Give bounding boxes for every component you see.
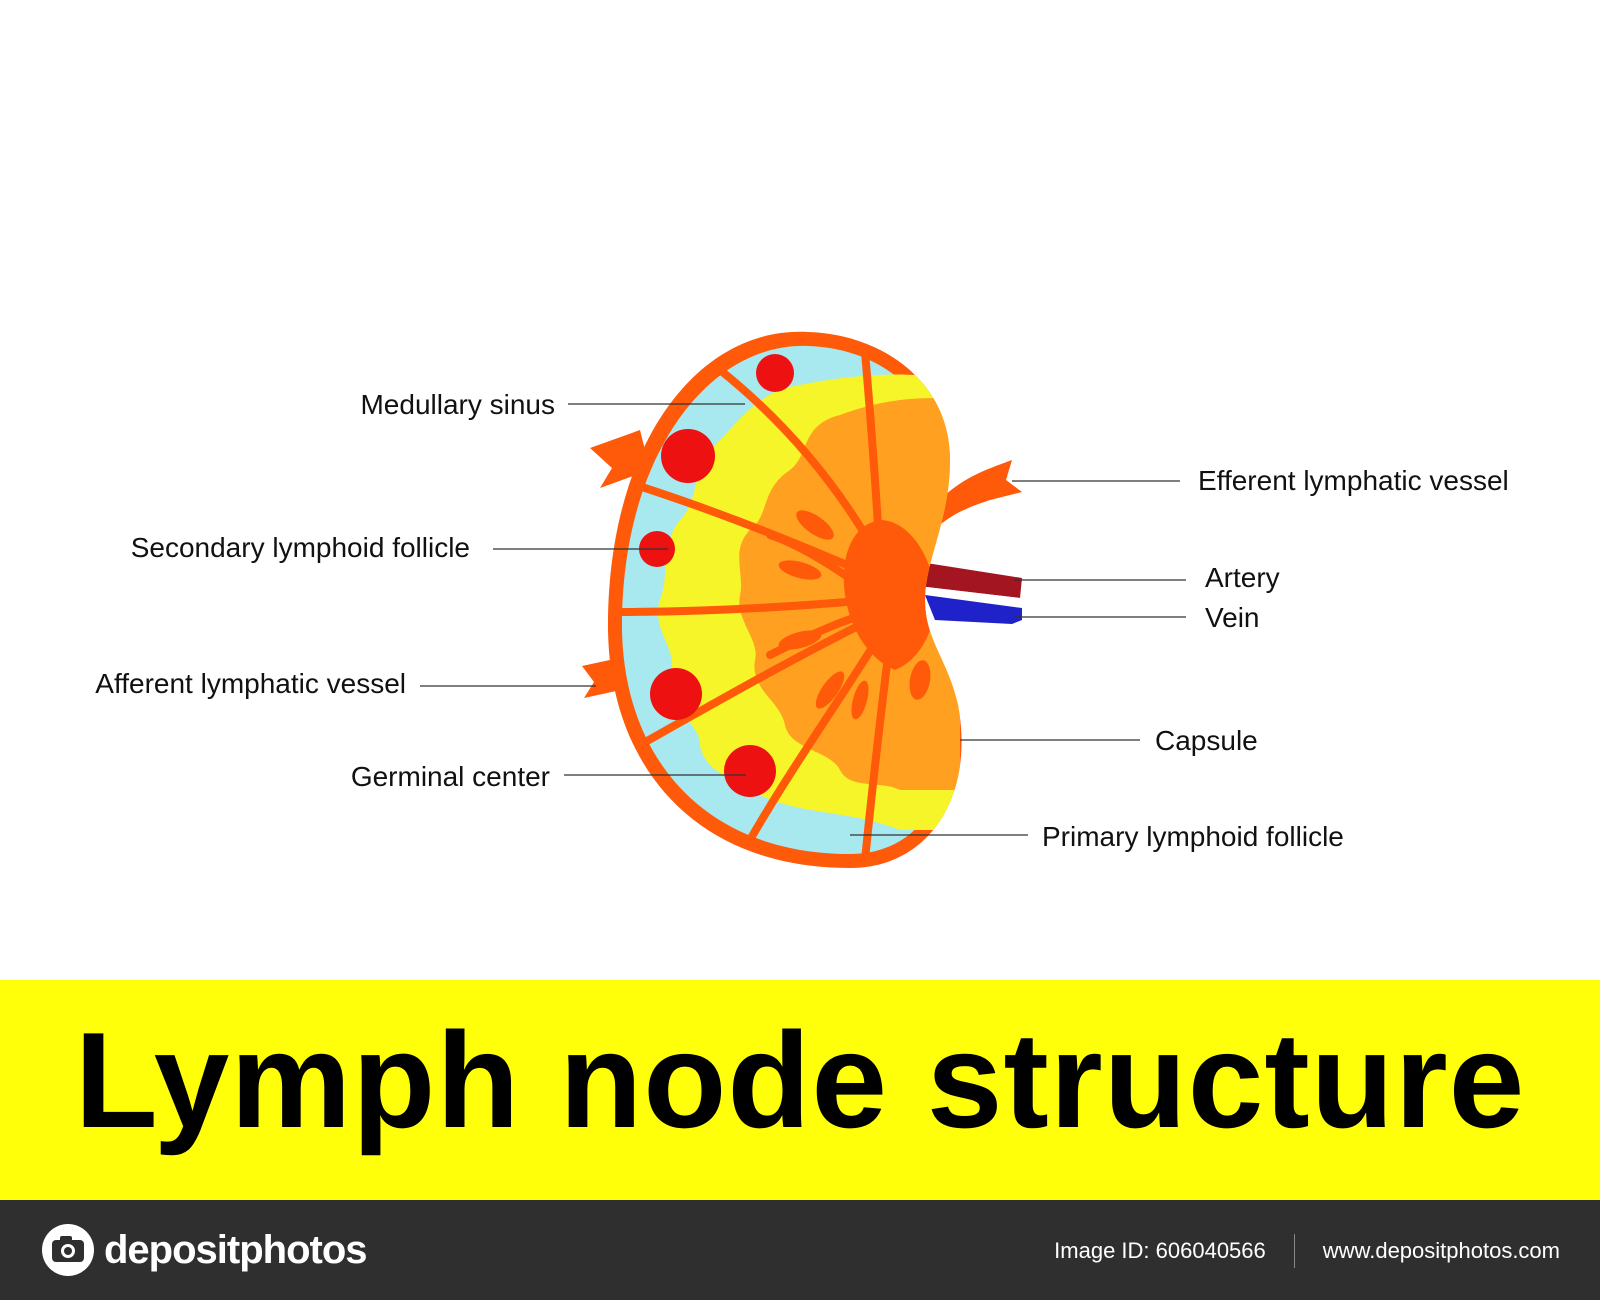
label-efferent-vessel: Efferent lymphatic vessel — [1198, 465, 1509, 496]
camera-logo-icon — [42, 1224, 94, 1276]
brand-name: depositphotos — [104, 1227, 368, 1272]
follicle — [650, 668, 702, 720]
vein-vessel — [925, 595, 1022, 624]
label-secondary-follicle: Secondary lymphoid follicle — [131, 532, 470, 563]
label-primary-follicle: Primary lymphoid follicle — [1042, 821, 1344, 852]
title-band: Lymph node structure — [0, 980, 1600, 1200]
label-capsule: Capsule — [1155, 725, 1258, 756]
follicle — [756, 354, 794, 392]
label-germinal-center: Germinal center — [351, 761, 550, 792]
footer-info: Image ID: 606040566 www.depositphotos.co… — [1054, 1234, 1560, 1268]
footer-separator — [1293, 1234, 1295, 1268]
label-artery: Artery — [1205, 562, 1280, 593]
lymph-node-diagram: Medullary sinus Secondary lymphoid folli… — [95, 331, 1509, 868]
label-medullary-sinus: Medullary sinus — [360, 389, 555, 420]
medullary-cords — [778, 510, 931, 720]
label-afferent-vessel: Afferent lymphatic vessel — [95, 668, 406, 699]
label-vein: Vein — [1205, 602, 1260, 633]
footer-bar: depositphotos Image ID: 606040566 www.de… — [0, 1200, 1600, 1300]
page-title: Lymph node structure — [74, 1004, 1526, 1156]
hilum — [843, 520, 935, 670]
website-link[interactable]: www.depositphotos.com — [1322, 1238, 1560, 1263]
follicle — [661, 429, 715, 483]
artery-vessel — [918, 562, 1022, 602]
image-id: Image ID: 606040566 — [1054, 1238, 1266, 1263]
trabeculae — [611, 348, 894, 864]
follicle — [724, 745, 776, 797]
brand[interactable]: depositphotos — [40, 1222, 368, 1278]
